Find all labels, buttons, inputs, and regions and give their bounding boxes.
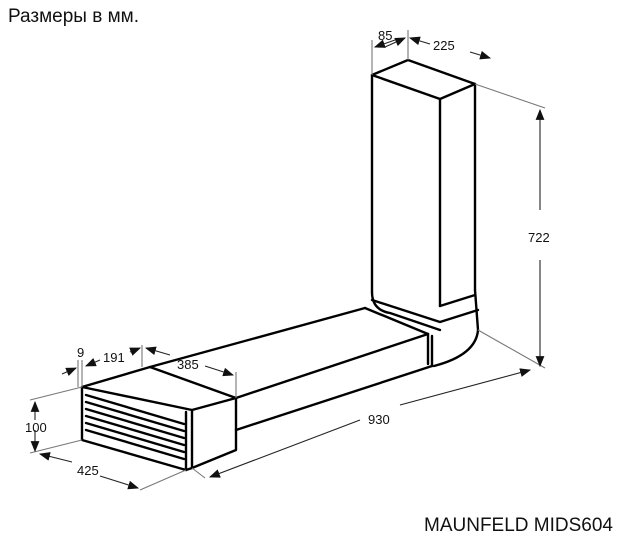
dim-grille-height: 100: [25, 420, 47, 435]
dim-top-depth: 85: [378, 28, 392, 43]
dim-grille-depth: 9: [77, 345, 84, 360]
dim-section-a: 191: [103, 350, 125, 365]
model-label: MAUNFELD MIDS604: [424, 515, 613, 536]
units-caption: Размеры в мм.: [8, 6, 140, 27]
vertical-duct: [370, 58, 477, 332]
dim-grille-width: 425: [77, 463, 99, 478]
dim-section-b: 385: [177, 357, 199, 372]
elbow: [370, 288, 480, 368]
horizontal-duct: [148, 306, 434, 432]
dimension-lines: [29, 30, 546, 491]
dim-top-width: 225: [433, 38, 455, 53]
grille: [80, 365, 238, 472]
dim-vertical-height: 722: [528, 230, 550, 245]
dim-total-length: 930: [368, 412, 390, 427]
